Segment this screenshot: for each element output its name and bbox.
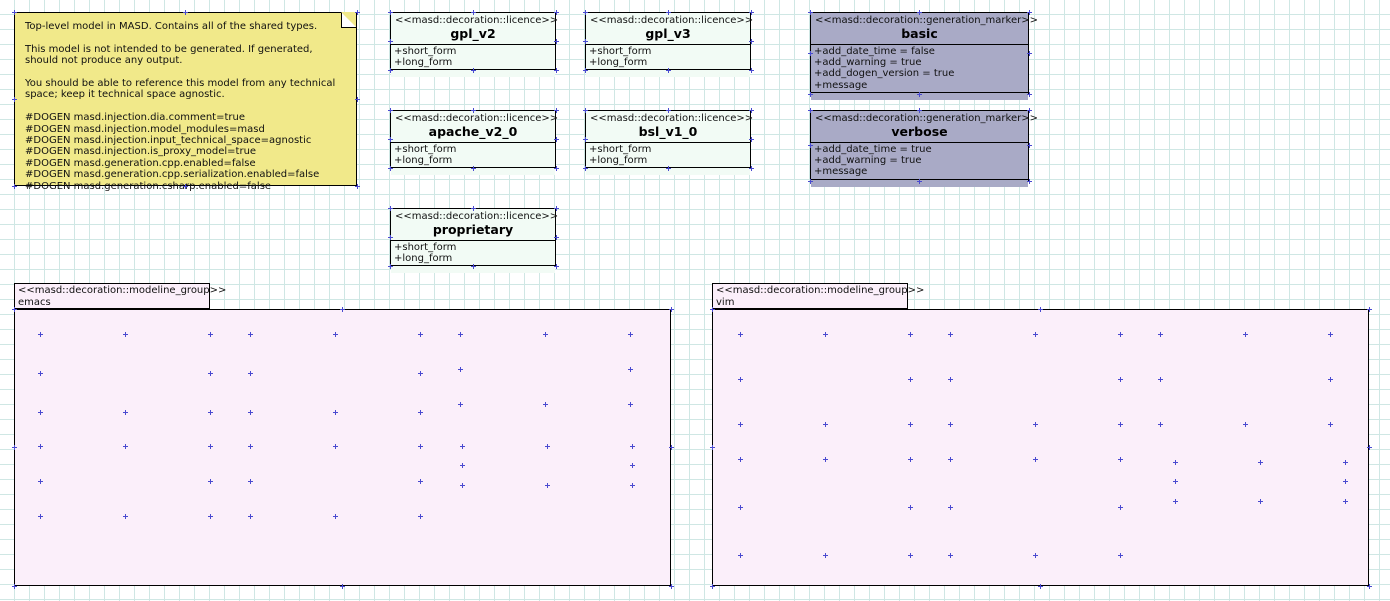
class-name: bsl_v1_0 — [638, 124, 698, 139]
operations-compartment — [586, 168, 750, 176]
class-header: <<masd::decoration::generation_marker>>v… — [811, 111, 1038, 143]
attributes-compartment: +short_form+long_form — [586, 143, 750, 169]
class-header: <<masd::decoration::licence>>apache_v2_0 — [391, 111, 559, 143]
licence-class-gpl_v2[interactable]: <<masd::decoration::licence>>gpl_v2+shor… — [390, 12, 559, 78]
class-name: gpl_v3 — [645, 26, 691, 41]
operations-compartment — [391, 70, 555, 78]
package-name: vim — [716, 296, 735, 308]
class-header: <<masd::decoration::licence>>bsl_v1_0 — [586, 111, 754, 143]
class-name: verbose — [891, 124, 948, 139]
attribute-row: +add_date_time = false — [814, 46, 935, 57]
attribute-row: +short_form — [394, 242, 457, 253]
attribute-row: +short_form — [589, 46, 652, 57]
generation-marker-class-basic[interactable]: <<masd::decoration::generation_marker>>b… — [810, 12, 1038, 100]
licence-class-gpl_v3[interactable]: <<masd::decoration::licence>>gpl_v3+shor… — [585, 12, 754, 78]
attribute-row: +long_form — [394, 57, 453, 69]
attribute-row: +message — [814, 166, 868, 178]
class-name: basic — [901, 26, 938, 41]
attributes-compartment: +add_date_time = true+add_warning = true… — [811, 143, 1028, 180]
class-stereotype: <<masd::decoration::licence>> — [590, 113, 754, 124]
attribute-row: +add_warning = true — [814, 155, 922, 167]
note-fold-corner — [340, 11, 356, 28]
class-stereotype: <<masd::decoration::licence>> — [395, 113, 559, 124]
attribute-row: +add_date_time = true — [814, 144, 932, 155]
class-header: <<masd::decoration::generation_marker>>b… — [811, 13, 1038, 45]
class-stereotype: <<masd::decoration::licence>> — [590, 15, 754, 26]
licence-class-apache_v2_0[interactable]: <<masd::decoration::licence>>apache_v2_0… — [390, 110, 559, 176]
generation-marker-class-verbose[interactable]: <<masd::decoration::generation_marker>>v… — [810, 110, 1038, 187]
class-stereotype: <<masd::decoration::generation_marker>> — [815, 15, 1038, 26]
attribute-row: +long_form — [589, 155, 648, 167]
attribute-row: +short_form — [394, 144, 457, 155]
attribute-row: +add_dogen_version = true — [814, 68, 955, 80]
class-name: proprietary — [432, 222, 514, 237]
operations-compartment — [811, 92, 1028, 100]
attribute-row: +long_form — [394, 253, 453, 265]
attributes-compartment: +short_form+long_form — [586, 45, 750, 71]
licence-class-proprietary[interactable]: <<masd::decoration::licence>>proprietary… — [390, 208, 559, 274]
class-stereotype: <<masd::decoration::generation_marker>> — [815, 113, 1038, 124]
package-stereotype: <<masd::decoration::modeline_group>> — [716, 285, 925, 296]
package-tab-emacs[interactable]: <<masd::decoration::modeline_group>>emac… — [14, 283, 227, 309]
operations-compartment — [391, 168, 555, 176]
attributes-compartment: +short_form+long_form — [391, 45, 555, 71]
operations-compartment — [811, 179, 1028, 187]
attribute-row: +short_form — [589, 144, 652, 155]
package-tab-vim[interactable]: <<masd::decoration::modeline_group>>vim — [712, 283, 925, 309]
attribute-row: +long_form — [589, 57, 648, 69]
operations-compartment — [391, 266, 555, 274]
licence-class-bsl_v1_0[interactable]: <<masd::decoration::licence>>bsl_v1_0+sh… — [585, 110, 754, 176]
class-name: apache_v2_0 — [428, 124, 518, 139]
attribute-row: +short_form — [394, 46, 457, 57]
class-header: <<masd::decoration::licence>>gpl_v3 — [586, 13, 754, 45]
class-stereotype: <<masd::decoration::licence>> — [395, 15, 559, 26]
attribute-row: +long_form — [394, 155, 453, 167]
attributes-compartment: +short_form+long_form — [391, 241, 555, 267]
package-body-emacs[interactable] — [14, 309, 671, 586]
note-text: Top-level model in MASD. Contains all of… — [25, 21, 336, 192]
attribute-row: +message — [814, 79, 868, 91]
class-stereotype: <<masd::decoration::licence>> — [395, 211, 559, 222]
package-body-vim[interactable] — [712, 309, 1369, 586]
attributes-compartment: +short_form+long_form — [391, 143, 555, 169]
class-header: <<masd::decoration::licence>>gpl_v2 — [391, 13, 559, 45]
attribute-row: +add_warning = true — [814, 57, 922, 69]
model-description-note[interactable]: Top-level model in MASD. Contains all of… — [14, 11, 357, 192]
package-name: emacs — [18, 296, 51, 308]
class-name: gpl_v2 — [450, 26, 496, 41]
package-stereotype: <<masd::decoration::modeline_group>> — [18, 285, 227, 296]
attributes-compartment: +add_date_time = false+add_warning = tru… — [811, 45, 1028, 93]
operations-compartment — [586, 70, 750, 78]
class-header: <<masd::decoration::licence>>proprietary — [391, 209, 559, 241]
